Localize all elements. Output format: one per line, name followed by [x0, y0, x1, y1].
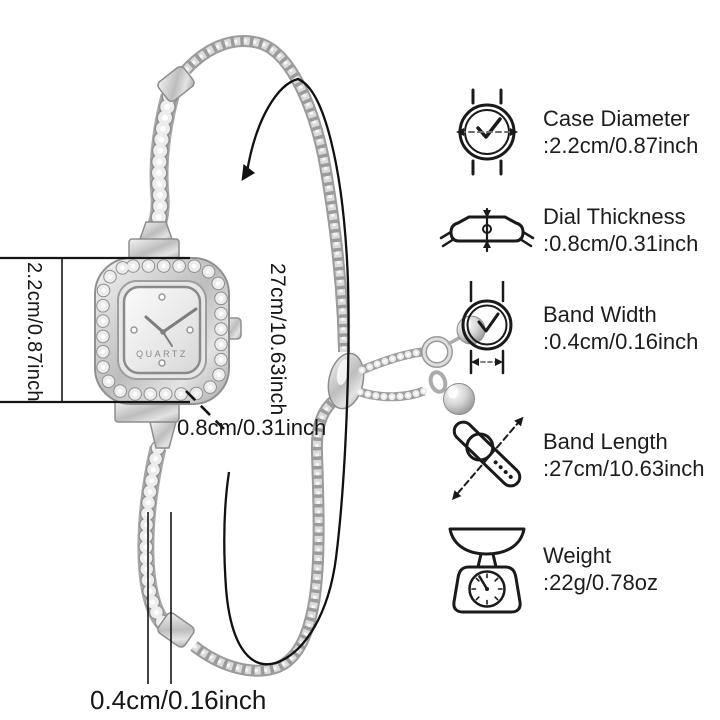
spec-value: :27cm/10.63inch: [543, 456, 705, 481]
rhinestone-band-upper: [145, 87, 180, 241]
ball-charm-lower: [443, 383, 475, 415]
spec-label: Band Width: [543, 302, 657, 327]
spec-label: Weight: [543, 543, 612, 568]
bracelet-chain: [137, 35, 350, 677]
spec-row-case-diameter: Case Diameter :2.2cm/0.87inch: [437, 86, 698, 178]
spec-label: Case Diameter: [543, 106, 690, 131]
rhinestone-band-lower: [137, 440, 172, 632]
spec-row-dial-thickness: Dial Thickness :0.8cm/0.31inch: [437, 198, 698, 262]
case-size-dimension-label: 2.2cm/0.87inch: [23, 262, 45, 402]
chain-right-lower: [190, 392, 342, 677]
dial-thickness-icon: [439, 207, 535, 253]
spec-value: :0.4cm/0.16inch: [543, 329, 699, 354]
spec-value: :2.2cm/0.87inch: [543, 133, 699, 158]
spec-row-band-length: Band Length :27cm/10.63inch: [437, 409, 704, 501]
chain-tails: [356, 347, 428, 402]
watch-head: QUARTZ: [94, 238, 242, 423]
lug-plate-top: [128, 238, 180, 261]
band-width-icon: [461, 281, 513, 375]
spec-value: :22g/0.78oz: [543, 570, 658, 595]
spec-value: :0.8cm/0.31inch: [543, 231, 699, 256]
spec-row-weight: Weight :22g/0.78oz: [437, 521, 658, 617]
rhinestone-bezel: [96, 259, 228, 401]
thickness-leader-line: [185, 390, 225, 430]
slider-bead: [327, 352, 365, 410]
band-length-icon: [452, 416, 524, 500]
dimension-lines: [0, 256, 225, 684]
hands-pivot: [160, 329, 166, 335]
arrowhead: [241, 164, 255, 181]
hour-markers: [130, 293, 194, 367]
end-ring: [421, 335, 462, 368]
quartz-label: QUARTZ: [136, 349, 188, 359]
weight-icon: [448, 527, 526, 614]
end-link: [428, 370, 448, 394]
spec-label: Band Length: [543, 429, 668, 454]
band-length-dimension-label: 27cm/10.63inch: [266, 263, 289, 416]
case-diameter-icon: [456, 88, 518, 176]
chain-right-upper: [181, 35, 350, 353]
band-width-dimension-label: 0.4cm/0.16inch: [90, 685, 267, 715]
wrap-around-arrow: [223, 77, 350, 666]
barrel-connector-bottom: [157, 612, 195, 648]
spec-label: Dial Thickness: [543, 204, 686, 229]
barrel-connector-top: [157, 65, 195, 103]
dial-thickness-dimension-label: 0.8cm/0.31inch: [177, 415, 327, 440]
spec-row-band-width: Band Width :0.4cm/0.16inch: [437, 280, 698, 376]
